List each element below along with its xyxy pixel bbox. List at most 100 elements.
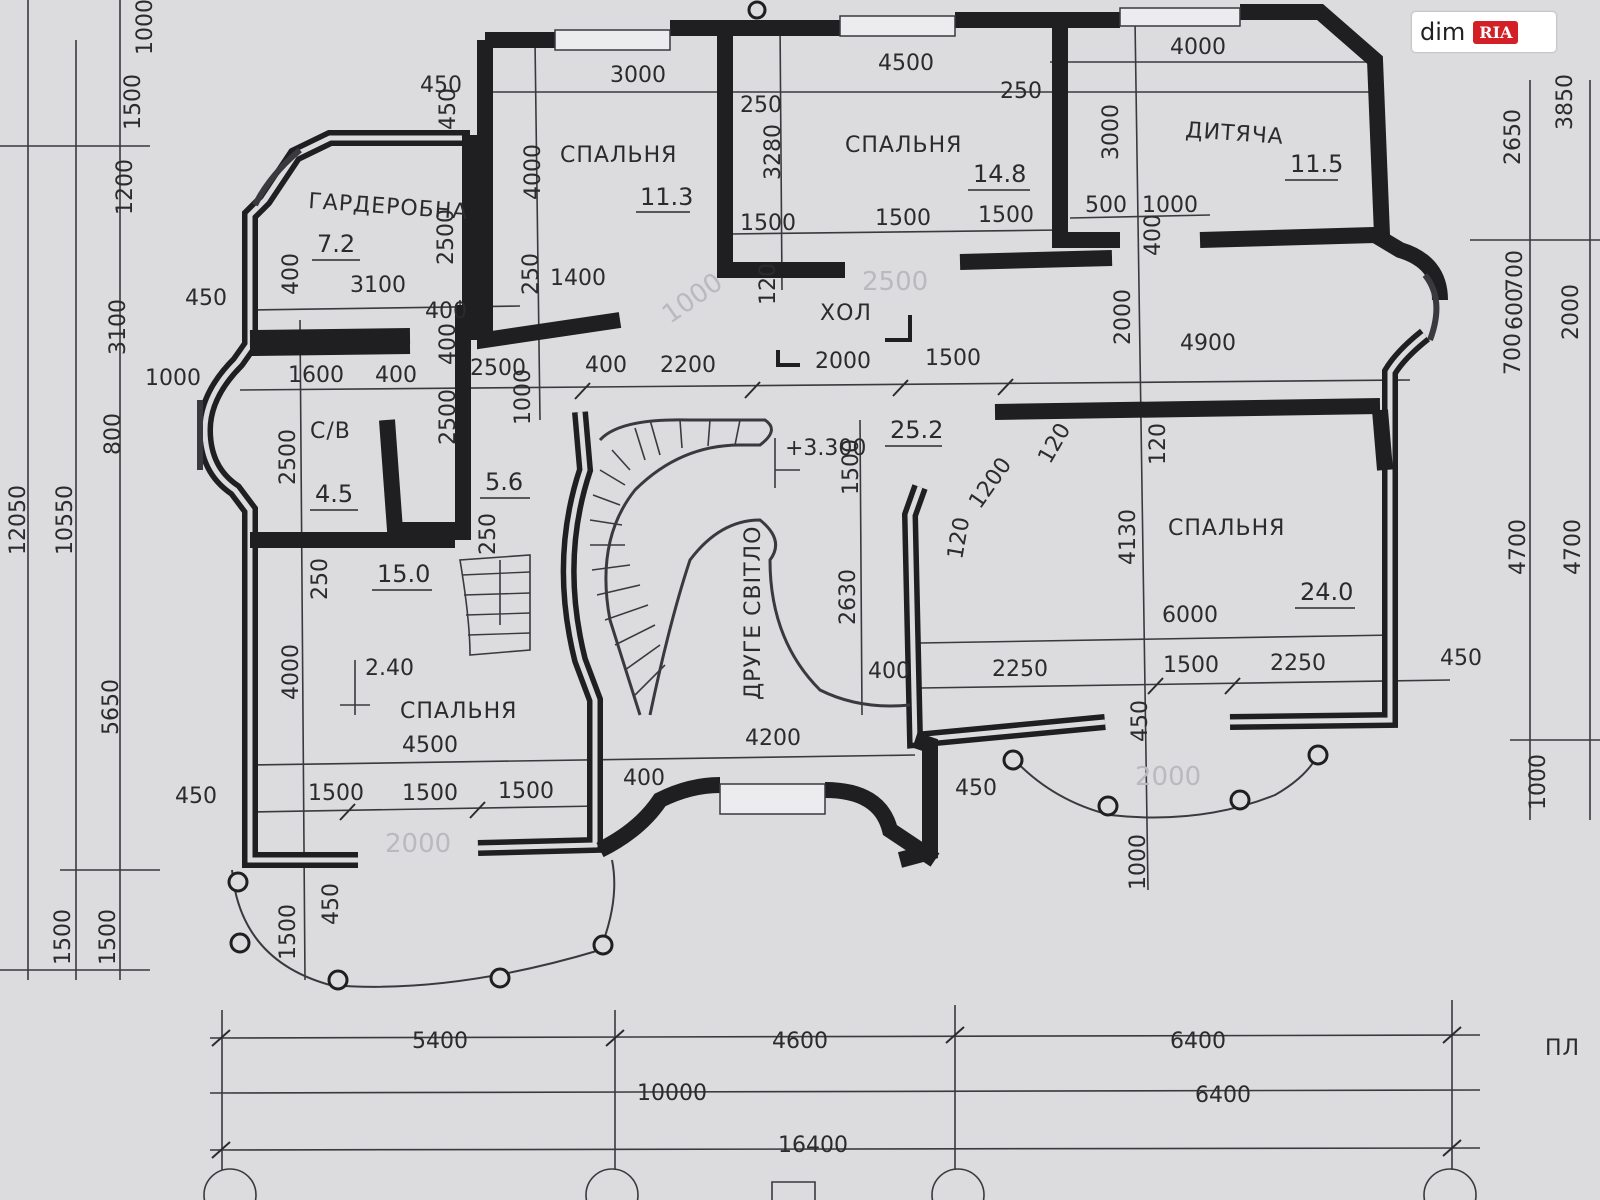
dimension-label: 400 <box>1141 214 1166 256</box>
dimension-label: 400 <box>425 299 467 324</box>
room-label-second-light: ДРУГЕ СВІТЛО <box>741 526 766 700</box>
area-wardrobe: 7.2 <box>317 230 355 258</box>
dimension-label: 1500 <box>1163 653 1219 678</box>
dimension-label: 1200 <box>113 159 138 215</box>
dimension-label: 450 <box>436 88 461 130</box>
dimension-label: 2500 <box>276 429 301 485</box>
dimension-label: 1500 <box>839 439 864 495</box>
pencil-note: 1000 <box>657 267 728 330</box>
dimension-label: 120 <box>756 263 781 305</box>
dimension-label: 1500 <box>875 206 931 231</box>
dimension-label: 1500 <box>402 781 458 806</box>
dimension-label: 250 <box>519 253 544 295</box>
dimension-label: 3100 <box>350 273 406 298</box>
dimension-label: 600 <box>1503 288 1528 330</box>
dimension-label: 250 <box>740 93 782 118</box>
dimension-label: 400 <box>279 253 304 295</box>
dimension-label: 6400 <box>1195 1083 1251 1108</box>
dimension-label: 450 <box>955 776 997 801</box>
dimension-label: 2500 <box>434 209 459 265</box>
pencil-note: 2000 <box>385 829 451 859</box>
spiral-staircase <box>459 418 911 716</box>
dimension-label: 2500 <box>470 356 526 381</box>
dimension-label: 450 <box>1440 646 1482 671</box>
dimension-label: 700 <box>1503 250 1528 292</box>
walls <box>196 3 1448 868</box>
dimension-label: 3850 <box>1553 74 1578 130</box>
dimension-label: 4000 <box>1170 35 1226 60</box>
dimension-label: 1400 <box>550 266 606 291</box>
dimension-label: 400 <box>585 353 627 378</box>
dimension-label: 450 <box>1128 700 1153 742</box>
dimension-label: 10550 <box>53 485 78 555</box>
dimension-label: 1000 <box>145 366 201 391</box>
dimension-label: 3280 <box>761 124 786 180</box>
dimension-label: 1500 <box>276 904 301 960</box>
dimension-label: 1500 <box>308 781 364 806</box>
room-label-bathroom: С/В <box>310 419 351 444</box>
dimension-label: 120 <box>943 515 975 561</box>
area-bedroom: 11.3 <box>640 183 693 211</box>
dimension-label: 450 <box>185 286 227 311</box>
dimension-label: 2650 <box>1501 109 1526 165</box>
dimension-label: 700 <box>1501 333 1526 375</box>
dimension-label: 800 <box>101 413 126 455</box>
area-bedroom: 14.8 <box>973 160 1026 188</box>
dimension-label: 400 <box>375 363 417 388</box>
area-small-room: 5.6 <box>485 468 523 496</box>
dimension-label: 12050 <box>6 485 31 555</box>
room-label-hall: ХОЛ <box>820 301 872 326</box>
dimension-label: 250 <box>308 558 333 600</box>
area-hall: 25.2 <box>890 416 943 444</box>
windows <box>197 7 1440 815</box>
dimension-label: 4000 <box>521 144 546 200</box>
dimria-watermark: dim RIA <box>1412 12 1556 52</box>
dimension-label: 250 <box>1000 79 1042 104</box>
level-marks: +3.300 2.40 <box>340 436 866 715</box>
area-bedroom: 24.0 <box>1300 578 1353 606</box>
dimension-label: 1200 <box>964 453 1017 513</box>
dimension-label: 1000 <box>1526 754 1551 810</box>
level-mark: 2.40 <box>365 656 414 681</box>
dimension-label: 450 <box>319 883 344 925</box>
dimension-label: 1500 <box>96 909 121 965</box>
dimension-label: 120 <box>1146 423 1171 465</box>
dimension-label: 1500 <box>925 346 981 371</box>
level-mark: +3.300 <box>785 436 866 461</box>
pencil-note: 2000 <box>1135 762 1201 792</box>
dimension-label: 6400 <box>1170 1029 1226 1054</box>
dimension-label: 400 <box>868 659 910 684</box>
room-areas: 7.2 11.3 14.8 11.5 25.2 4.5 5.6 15.0 24.… <box>310 150 1355 609</box>
dimension-label: 5400 <box>412 1029 468 1054</box>
dimension-label: 1000 <box>511 369 536 425</box>
pencil-note: 2500 <box>862 267 928 297</box>
balconies <box>227 0 1329 991</box>
dimension-label: 400 <box>623 766 665 791</box>
dimension-label: 450 <box>420 73 462 98</box>
dimension-label: 400 <box>436 323 461 365</box>
watermark-badge: RIA <box>1473 20 1519 44</box>
dimension-label: 1500 <box>51 909 76 965</box>
dimension-label: 2000 <box>815 349 871 374</box>
dimension-label: 2000 <box>1111 289 1136 345</box>
room-label-nursery: ДИТЯЧА <box>1185 118 1285 150</box>
dimension-label: 2630 <box>836 569 861 625</box>
dimension-label: 4600 <box>772 1029 828 1054</box>
dimension-label: 500 <box>1085 193 1127 218</box>
dimension-label: 3000 <box>1099 104 1124 160</box>
dimension-label: 1000 <box>1142 193 1198 218</box>
area-bathroom: 4.5 <box>315 480 353 508</box>
dimension-label: 2250 <box>992 657 1048 682</box>
dimension-label: 120 <box>1034 419 1077 468</box>
dimension-label: 4900 <box>1180 331 1236 356</box>
room-label-bedroom: СПАЛЬНЯ <box>560 143 677 168</box>
dimension-label: 6000 <box>1162 603 1218 628</box>
dimension-label: 2200 <box>660 353 716 378</box>
watermark-brand: dim <box>1420 18 1466 46</box>
dimension-label: 2000 <box>1559 284 1584 340</box>
dimension-label: 2250 <box>1270 651 1326 676</box>
area-bedroom: 15.0 <box>377 560 430 588</box>
